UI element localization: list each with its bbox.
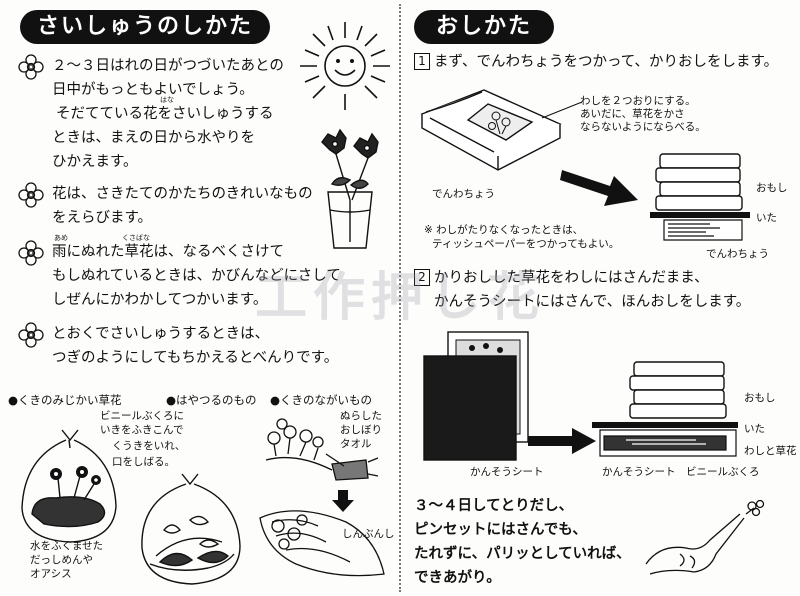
ruby-ame: あめ <box>54 234 68 242</box>
plastic-bag-vine-illustration <box>141 473 241 585</box>
note-tissue-line1: ※ わしがたりなくなったときは、 <box>424 224 584 236</box>
flower-bullet-icon <box>18 54 44 80</box>
p1-line2: 日中がもっともよいでしょう。 <box>52 82 254 98</box>
note-newspaper: しんぶんし <box>342 528 395 540</box>
step2-line2: かんそうシートにはさんで、ほんおしをします。 <box>434 294 751 310</box>
label-washi-flower: わしと草花 <box>744 445 797 457</box>
label-phonebook: でんわちょう <box>432 188 495 200</box>
stacked-books-weight-illustration <box>650 153 750 241</box>
open-phonebook-illustration <box>420 89 562 171</box>
label-weight-2: おもし <box>744 392 776 404</box>
flower-in-glass-illustration <box>321 128 379 249</box>
sun-illustration <box>300 22 390 110</box>
label-board-2: いた <box>744 423 765 435</box>
p2-line2: をえらびます。 <box>52 210 153 226</box>
note-tissue-line2: ティッシュペーパーをつかってもよい。 <box>432 238 620 250</box>
flower-bullet-icon <box>18 322 44 348</box>
note-bag-line2: いきをふきこんで <box>100 424 184 436</box>
final-line2: ピンセットにはさんでも、 <box>414 522 587 538</box>
note-bag-line4: 口をしばる。 <box>112 456 175 468</box>
note-towel-line3: タオル <box>340 438 372 450</box>
note-bag-line1: ビニールぶくろに <box>100 410 184 422</box>
step1-label: まず、でんわちょうをつかって、かりおしをします。 <box>434 54 779 70</box>
category-short-stem: ●くきのみじかい草花 <box>8 393 122 407</box>
watermark: 工作押し花 <box>255 268 546 328</box>
label-board: いた <box>756 212 777 224</box>
arrow-right-icon <box>560 170 638 206</box>
plastic-bag-short-stem-illustration <box>21 429 117 543</box>
note-washi-line2: あいだに、草花をかさ <box>580 108 685 120</box>
note-water-line3: オアシス <box>30 568 72 580</box>
ruby-kusabana: くさばな <box>122 234 150 242</box>
p4-line1: とおくでさいしゅうするときは、 <box>52 326 270 342</box>
long-stem-flowers-with-towel-illustration <box>259 418 385 577</box>
note-water-line1: 水をふくませた <box>30 540 104 552</box>
label-vinyl-bag: ビニールぶくろ <box>686 466 760 478</box>
p1-line4: ときは、まえの日から水やりを <box>52 130 255 146</box>
note-water-line2: だっしめんや <box>30 554 93 566</box>
p2-line1: 花は、さきたてのかたちのきれいなもの <box>52 186 313 202</box>
note-towel-line1: ぬらした <box>340 410 382 422</box>
p1-line1: ２〜３日はれの日がつづいたあとの <box>52 58 284 74</box>
step2-label: かりおしした草花をわしにはさんだまま、 <box>434 270 709 286</box>
p1-line3: そだてている花をさいしゅうする <box>56 106 274 122</box>
arrow-right-icon <box>528 428 596 454</box>
p3-line1: 雨にぬれた草花は、なるべくさけて <box>52 244 284 260</box>
leader-line <box>541 101 583 119</box>
p1-line5: ひかえます。 <box>52 154 138 170</box>
category-long-stem: ●くきのながいもの <box>270 393 373 407</box>
final-line1: ３〜４日してとりだし、 <box>414 498 574 514</box>
press-stack-illustration <box>592 361 738 457</box>
label-phonebook-2: でんわちょう <box>706 248 769 260</box>
label-drying-sheet: かんそうシート <box>470 466 544 478</box>
section-title-pressing: おしかた <box>414 10 554 44</box>
final-line4: できあがり。 <box>414 570 501 586</box>
note-washi-line3: ならないようにならべる。 <box>580 121 706 133</box>
note-bag-line3: くうきをいれ、 <box>112 440 186 452</box>
step2-number: 2 <box>414 269 430 286</box>
p4-line2: つぎのようにしてもちかえるとべんりです。 <box>52 350 339 366</box>
category-vine: ●はやつるのもの <box>166 393 257 407</box>
p3-line3: しぜんにかわかしてつかいます。 <box>52 292 268 308</box>
ruby-hana: はな <box>160 96 174 104</box>
step1-number: 1 <box>414 53 430 70</box>
final-line3: たれずに、パリッとしていれば、 <box>414 546 631 562</box>
label-drying-sheet-2: かんそうシート <box>602 466 676 478</box>
label-weight: おもし <box>756 182 788 194</box>
flower-bullet-icon <box>18 240 44 266</box>
center-divider <box>399 4 401 592</box>
flower-bullet-icon <box>18 182 44 208</box>
note-towel-line2: おしぼり <box>340 424 382 436</box>
tweezers-hand-illustration <box>645 499 765 575</box>
p3-line2: もしぬれているときは、かびんなどにさして <box>52 268 341 284</box>
section-title-collecting: さいしゅうのしかた <box>20 10 270 44</box>
note-washi-line1: わしを２つおりにする。 <box>580 95 696 107</box>
drying-sheets-illustration <box>423 331 529 461</box>
